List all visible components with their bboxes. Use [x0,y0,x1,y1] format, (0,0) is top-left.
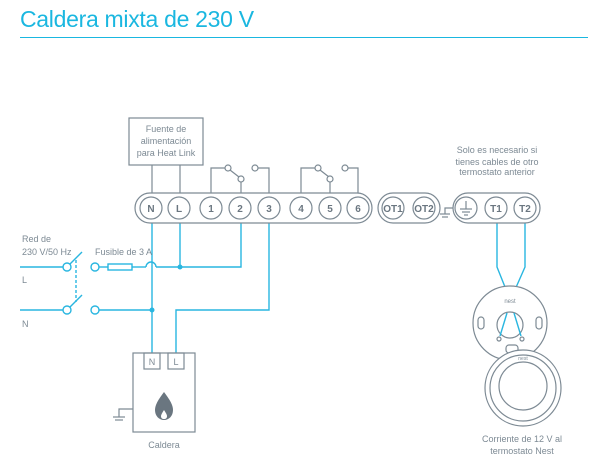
live-label: L [22,275,27,285]
thermostat-label: Corriente de 12 V al [482,434,562,444]
terminal-strip-thermostat: T1 T2 [452,192,541,224]
fuse-label: Fusible de 3 A [95,247,152,257]
boiler: N L Caldera [113,352,196,450]
relay-1-3 [210,164,270,197]
terminal-ot2: OT2 [414,204,434,215]
terminal-strip-opentherm: OT1 OT2 [377,192,441,224]
nest-display-logo: nest [518,356,528,362]
power-supply-label: Fuente de [146,124,187,134]
terminal-ot1: OT1 [383,204,403,215]
terminal-t1: T1 [490,204,502,215]
mains-label: Red de [22,234,51,244]
nest-thermostat: nest nest [472,285,562,427]
title-divider [20,37,588,38]
flame-icon [155,392,173,420]
terminal-6: 6 [355,204,361,215]
terminal-5: 5 [327,204,333,215]
terminal-1: 1 [208,204,214,215]
wiring [20,222,526,353]
terminal-t2: T2 [519,204,531,215]
thermostat-label: termostato Nest [490,446,554,456]
terminal-4: 4 [298,204,304,215]
power-supply-label: alimentación [141,136,192,146]
terminal-n: N [147,204,154,215]
note-text: tienes cables de otro [455,157,538,167]
mains-label: 230 V/50 Hz [22,247,72,257]
boiler-label: Caldera [148,440,180,450]
terminal-3: 3 [266,204,272,215]
neutral-label: N [22,319,29,329]
boiler-terminal-l: L [173,357,178,367]
power-supply: Fuente de alimentación para Heat Link [128,117,204,197]
terminal-l: L [176,204,182,215]
page-title: Caldera mixta de 230 V [20,6,254,32]
power-supply-label: para Heat Link [137,148,196,158]
nest-logo: nest [504,299,516,305]
terminal-strip-main: N L 1 2 3 4 5 6 [134,192,373,224]
ground-symbol [440,207,453,218]
note-text: Solo es necesario si [457,145,538,155]
boiler-terminal-n: N [149,357,156,367]
relay-4-6 [300,164,359,197]
note-text: termostato anterior [459,167,535,177]
earth-icon [460,201,472,216]
terminal-2: 2 [237,204,243,215]
